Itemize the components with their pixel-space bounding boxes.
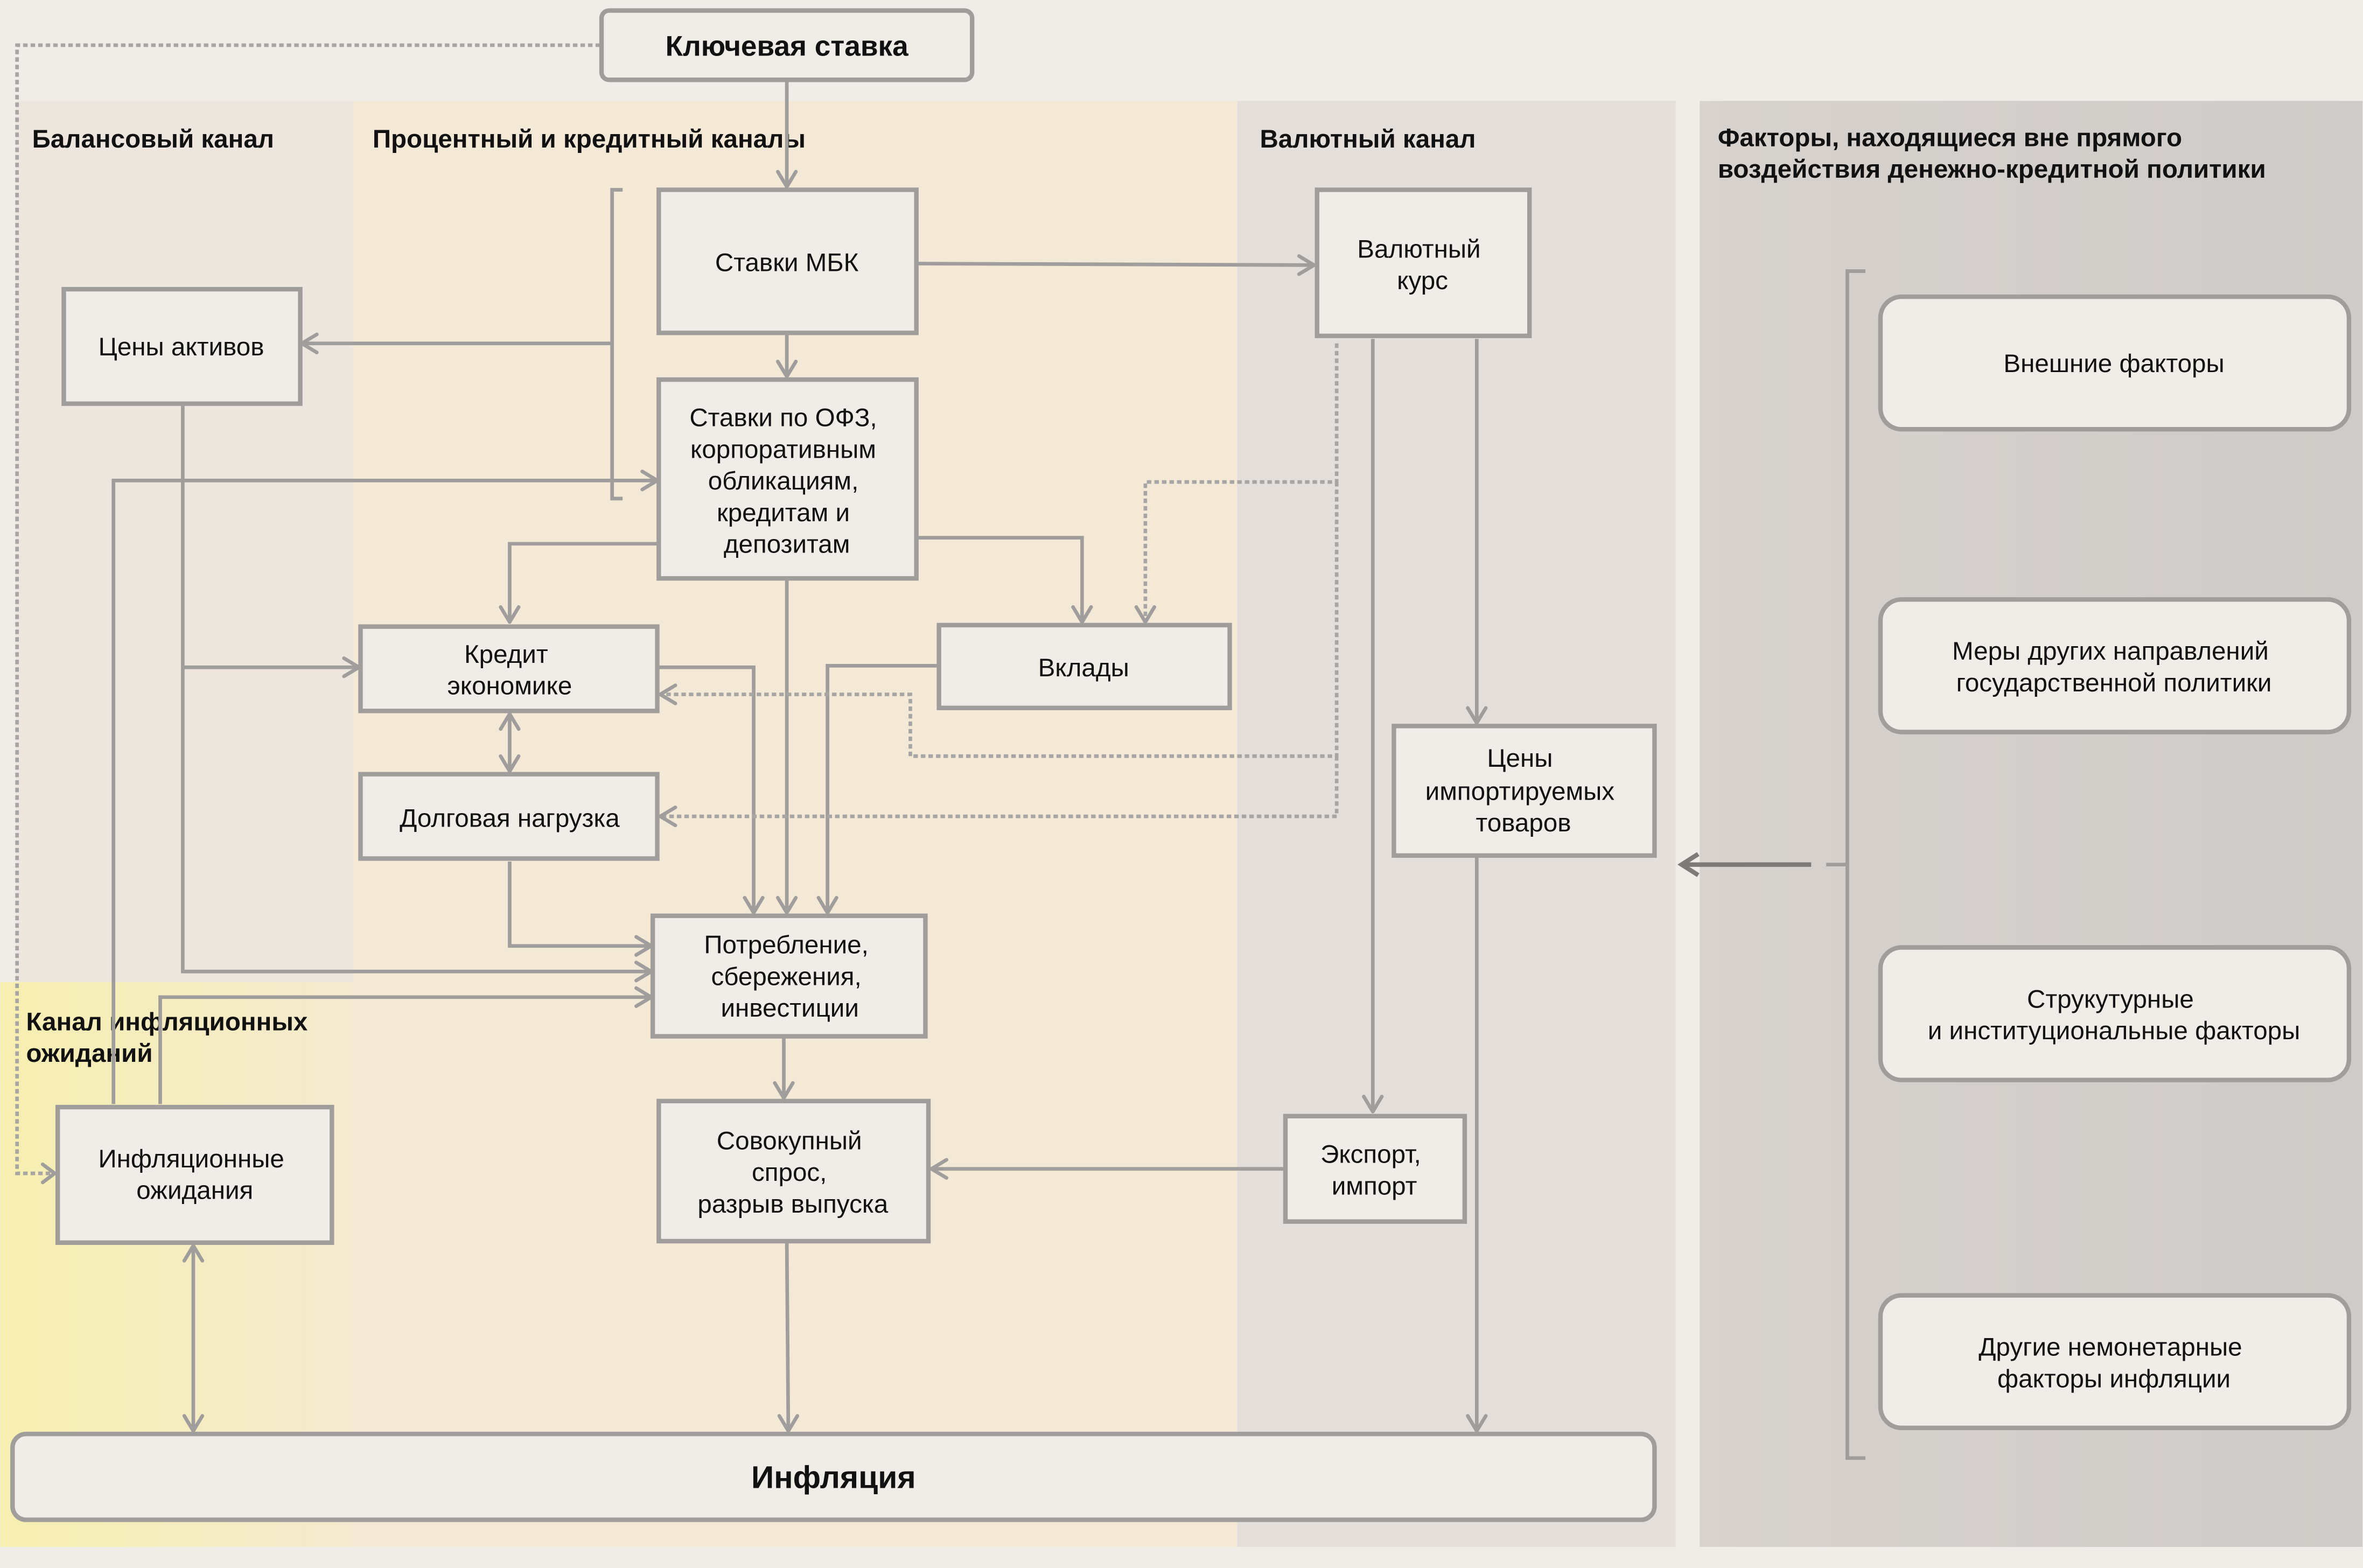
node-label: Цены активов — [99, 333, 264, 361]
node-label: Вклады — [1038, 654, 1129, 682]
factor-other-nonmonetary[interactable]: Другие немонетарные факторы инфляции — [1878, 1293, 2352, 1431]
arrowhead — [775, 170, 798, 189]
bracket-external-factors — [1845, 269, 1865, 1460]
arrowhead — [1466, 1414, 1488, 1433]
node-export-import[interactable]: Экспорт, импорт — [1283, 1114, 1467, 1224]
arrowhead — [499, 605, 521, 624]
dotted-currency-deposits — [1143, 343, 1339, 622]
node-debt-load[interactable]: Долговая нагрузка — [358, 772, 660, 861]
node-ofz-rates[interactable]: Ставки по ОФЗ, корпоративным обликациям,… — [656, 377, 919, 581]
node-aggregate-demand[interactable]: Совокупный спрос, разрыв выпуска — [656, 1098, 931, 1244]
external-factors-header-line2: воздействия денежно-кредитной политики — [1718, 155, 2266, 184]
arrowhead — [1362, 1095, 1384, 1114]
node-label: Потребление, сбережения, инвестиции — [704, 931, 876, 1023]
arrowhead — [775, 359, 798, 379]
external-factors-header-line1: Факторы, находящиеся вне прямого — [1718, 123, 2182, 152]
node-label: Экспорт, импорт — [1320, 1140, 1428, 1201]
arrowhead — [658, 683, 677, 705]
node-label: Кредит экономике — [448, 640, 572, 701]
node-deposits[interactable]: Вклады — [936, 622, 1232, 710]
factor-label: Внешние факторы — [2003, 349, 2224, 378]
arrowhead — [777, 1414, 800, 1433]
arrowhead — [40, 1162, 57, 1185]
factor-structural[interactable]: Струкутурные и институциональные факторы — [1878, 945, 2352, 1082]
connector-expectations-ofz — [111, 478, 658, 1104]
node-label: Ставки по ОФЗ, корпоративным обликациям,… — [689, 404, 884, 559]
connector-mbk-currency — [918, 262, 1315, 267]
connector-deposits-consumption — [826, 664, 938, 913]
arrowhead — [929, 1158, 948, 1180]
arrowhead — [1466, 706, 1488, 725]
arrowhead — [816, 895, 838, 915]
arrowhead — [1134, 605, 1157, 624]
factor-label: Меры других направлений государственной … — [1952, 637, 2276, 697]
connector-demand-inflation — [785, 1242, 791, 1431]
connector-debt-consumption — [508, 862, 652, 948]
node-import-prices[interactable]: Цены импортируемых товаров — [1392, 724, 1657, 858]
arrowhead — [743, 895, 765, 915]
connectors — [111, 81, 1865, 1460]
arrowhead — [773, 1081, 795, 1100]
node-inflation-expectations[interactable]: Инфляционные ожидания — [55, 1104, 334, 1245]
arrowhead — [775, 895, 798, 915]
arrowhead — [1677, 852, 1700, 877]
node-label: Долговая нагрузка — [400, 804, 620, 833]
connector-asset-prices-consumption — [181, 405, 652, 974]
factor-external[interactable]: Внешние факторы — [1878, 294, 2352, 432]
arrowhead — [182, 1414, 205, 1433]
factor-other-policies[interactable]: Меры других направлений государственной … — [1878, 597, 2352, 734]
arrowhead — [499, 712, 521, 731]
node-exchange-rate[interactable]: Валютный курс — [1315, 187, 1532, 338]
node-label: Инфляция — [751, 1460, 916, 1495]
factor-label: Другие немонетарные факторы инфляции — [1979, 1333, 2249, 1394]
node-asset-prices[interactable]: Цены активов — [61, 286, 303, 406]
inflation-expectations-channel-header-line1: Канал инфляционных — [26, 1007, 307, 1036]
connector-credit-consumption — [659, 665, 756, 913]
arrowhead — [658, 806, 677, 828]
node-mbk-rates[interactable]: Ставки МБК — [656, 187, 919, 335]
balance-channel-header: Балансовый канал — [32, 125, 274, 153]
connector-expectations-consumption — [158, 995, 652, 1104]
dotted-currency-credit — [660, 482, 1339, 758]
node-label: Ставки МБК — [715, 249, 859, 277]
node-label: Совокупный спрос, разрыв выпуска — [697, 1126, 888, 1218]
node-label: Валютный курс — [1357, 235, 1488, 295]
key-rate-node[interactable]: Ключевая ставка — [599, 8, 975, 82]
key-rate-label: Ключевая ставка — [666, 31, 909, 62]
currency-channel-header: Валютный канал — [1260, 125, 1476, 153]
arrowhead — [182, 1244, 205, 1263]
arrowhead — [499, 754, 521, 773]
connector-ofz-credit — [508, 542, 658, 622]
node-credit[interactable]: Кредит экономике — [358, 624, 660, 713]
arrowhead — [1297, 254, 1316, 276]
interest-credit-channel-header: Процентный и кредитный каналы — [373, 125, 806, 153]
dotted-keyrate-expectations — [15, 43, 600, 1175]
node-consumption[interactable]: Потребление, сбережения, инвестиции — [650, 913, 928, 1039]
node-inflation[interactable]: Инфляция — [10, 1431, 1657, 1522]
node-label: Цены импортируемых товаров — [1425, 744, 1622, 837]
connector-ofz-deposits — [918, 536, 1084, 622]
arrowhead — [1071, 605, 1093, 624]
factor-label: Струкутурные и институциональные факторы — [1928, 985, 2301, 1045]
node-label: Инфляционные ожидания — [98, 1145, 291, 1205]
inflation-expectations-channel-header-line2: ожиданий — [26, 1039, 152, 1068]
